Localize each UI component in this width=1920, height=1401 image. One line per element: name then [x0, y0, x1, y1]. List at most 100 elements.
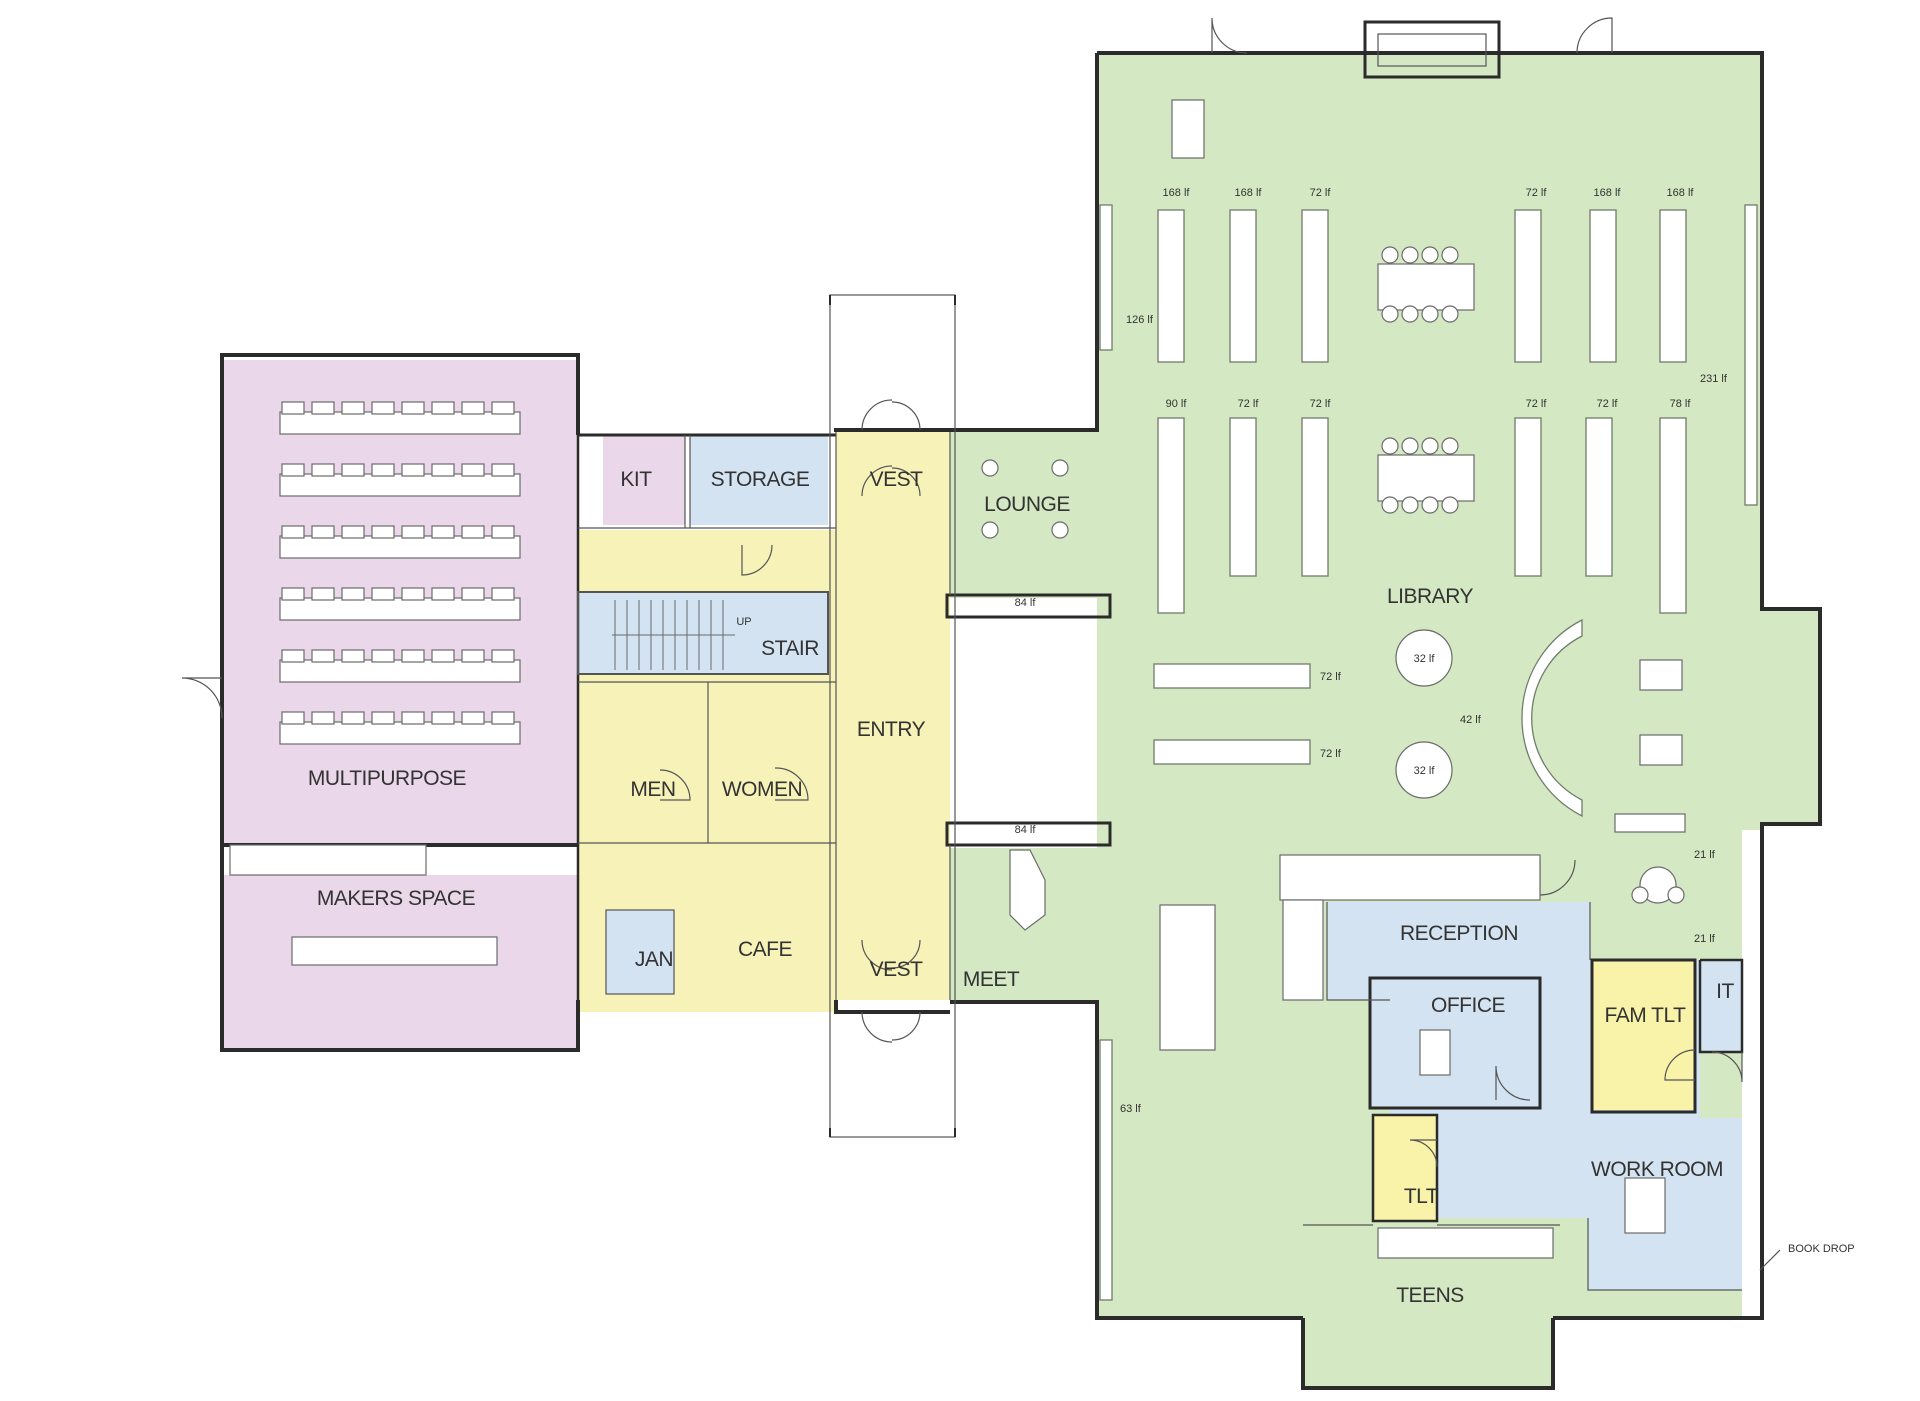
- library-shelving: [1099, 204, 1758, 1301]
- workroom-counter-wall: [1587, 1218, 1742, 1291]
- chair: [1441, 246, 1459, 264]
- seat: [371, 401, 395, 415]
- chair: [1381, 496, 1399, 514]
- north-door-right: [1576, 17, 1613, 54]
- chair: [1631, 886, 1649, 904]
- lf-mid-2: 72 lf: [1238, 398, 1260, 410]
- seat: [491, 463, 515, 477]
- round-table: [1639, 866, 1677, 904]
- vest-bottom-inner-door: [861, 939, 921, 971]
- chair: [1401, 305, 1419, 323]
- room-label-vest-bottom: VEST: [870, 958, 924, 981]
- it-door: [1711, 1051, 1743, 1083]
- seat: [281, 649, 305, 663]
- stair-door: [741, 544, 773, 576]
- seat: [491, 649, 515, 663]
- lf-mid-4: 72 lf: [1526, 398, 1548, 410]
- seat: [431, 649, 455, 663]
- tlt-door: [1409, 1139, 1438, 1168]
- desk-east: [1614, 813, 1686, 833]
- stair-wall: [577, 591, 829, 675]
- furniture: [229, 99, 1686, 1259]
- library-chairs: [981, 246, 1685, 904]
- men-door: [659, 769, 691, 801]
- cafe-table-bottom: [1639, 734, 1683, 766]
- seat: [461, 401, 485, 415]
- room-label-it: IT: [1716, 980, 1734, 1003]
- chair: [1401, 437, 1419, 455]
- seat: [371, 711, 395, 725]
- room-labels: MULTIPURPOSE MAKERS SPACE KIT STORAGE VE…: [308, 468, 1735, 1307]
- seat: [281, 525, 305, 539]
- seat: [491, 401, 515, 415]
- room-label-fam-tlt: FAM TLT: [1605, 1004, 1687, 1027]
- storage-area: [690, 435, 828, 525]
- chair: [1051, 521, 1069, 539]
- seat: [281, 463, 305, 477]
- seat: [401, 401, 425, 415]
- tlt-area: [1373, 1115, 1437, 1221]
- lf-lounge-edge: 84 lf: [1015, 597, 1037, 609]
- chair: [1667, 886, 1685, 904]
- book-drop-leader: [1759, 1249, 1781, 1271]
- room-label-makers-space: MAKERS SPACE: [317, 887, 476, 910]
- teens-bay-wall: [1301, 1318, 1555, 1390]
- seat: [371, 649, 395, 663]
- walls: [220, 20, 1822, 1390]
- shelf-top-1: [1157, 209, 1185, 363]
- shelf-mid-1: [1157, 417, 1185, 614]
- seat: [341, 525, 365, 539]
- lf-wall-right: 231 lf: [1700, 373, 1728, 385]
- office-desk: [1419, 1029, 1451, 1076]
- seat: [491, 711, 515, 725]
- room-label-vest-top: VEST: [870, 468, 924, 491]
- seat: [281, 711, 305, 725]
- chair: [1381, 437, 1399, 455]
- round-shelf-top: [1395, 629, 1453, 687]
- shelf-horizontal-top: [1153, 663, 1311, 689]
- chair: [981, 459, 999, 477]
- seating-row: [279, 535, 521, 559]
- room-label-cafe: CAFE: [738, 938, 793, 961]
- lf-round-bottom: 32 lf: [1414, 765, 1436, 777]
- seat: [341, 711, 365, 725]
- office-area: [1370, 978, 1540, 1106]
- shelving-labels: 168 lf 168 lf 72 lf 72 lf 168 lf 168 lf …: [1015, 187, 1728, 1115]
- room-label-men: MEN: [630, 778, 675, 801]
- seat: [401, 525, 425, 539]
- lf-top-3: 72 lf: [1310, 187, 1332, 199]
- workroom-table: [1624, 1177, 1666, 1234]
- makers-counter: [229, 844, 427, 876]
- lf-top-1: 168 lf: [1163, 187, 1191, 199]
- shelf-mid-5: [1585, 417, 1613, 577]
- room-label-entry: ENTRY: [857, 718, 926, 741]
- shelf-top-4: [1514, 209, 1542, 363]
- multipurpose-seating: [279, 401, 521, 745]
- reception-counter: [1279, 854, 1541, 901]
- tlt-wall: [1371, 1113, 1439, 1223]
- room-label-lounge: LOUNGE: [984, 493, 1070, 516]
- fam-tlt-area: [1592, 960, 1695, 1110]
- lf-top-4: 72 lf: [1526, 187, 1548, 199]
- study-table: [1171, 99, 1205, 159]
- chair: [1421, 496, 1439, 514]
- entry-canopy: [829, 294, 956, 1138]
- north-door-left: [1211, 17, 1248, 54]
- room-label-work-room: WORK ROOM: [1591, 1158, 1723, 1181]
- seat: [341, 587, 365, 601]
- women-door: [774, 767, 809, 801]
- lf-mid-6: 78 lf: [1670, 398, 1692, 410]
- lf-top-6: 168 lf: [1667, 187, 1695, 199]
- lf-meet-edge: 84 lf: [1015, 824, 1037, 836]
- seat: [401, 587, 425, 601]
- room-label-women: WOMEN: [722, 778, 802, 801]
- stair-treads: [612, 600, 735, 670]
- lf-curve: 42 lf: [1460, 714, 1482, 726]
- lf-east-top: 21 lf: [1694, 849, 1716, 861]
- east-bumpout-area: [1762, 609, 1820, 824]
- seat: [401, 711, 425, 725]
- seat: [491, 587, 515, 601]
- seating-row: [279, 659, 521, 683]
- lf-mid-1: 90 lf: [1166, 398, 1188, 410]
- seat: [371, 525, 395, 539]
